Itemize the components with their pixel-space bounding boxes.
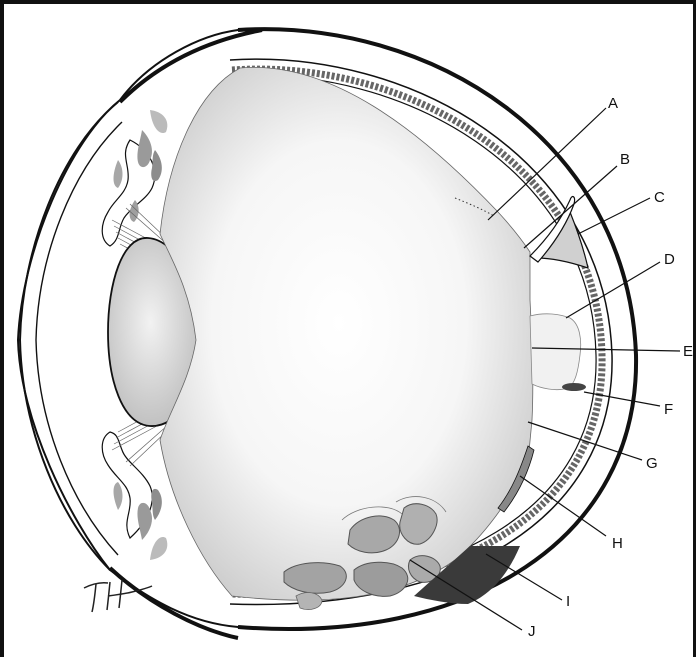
label-d: D [664,251,675,268]
label-h: H [612,535,623,552]
label-e: E [683,343,693,360]
label-b: B [620,151,630,168]
label-j: J [528,623,536,640]
retinal-lesion-f [562,383,586,391]
label-a: A [608,95,618,112]
optic-nerve-head [530,314,581,390]
label-g: G [646,455,658,472]
label-c: C [654,189,665,206]
label-f: F [664,401,673,418]
label-i: I [566,593,570,610]
